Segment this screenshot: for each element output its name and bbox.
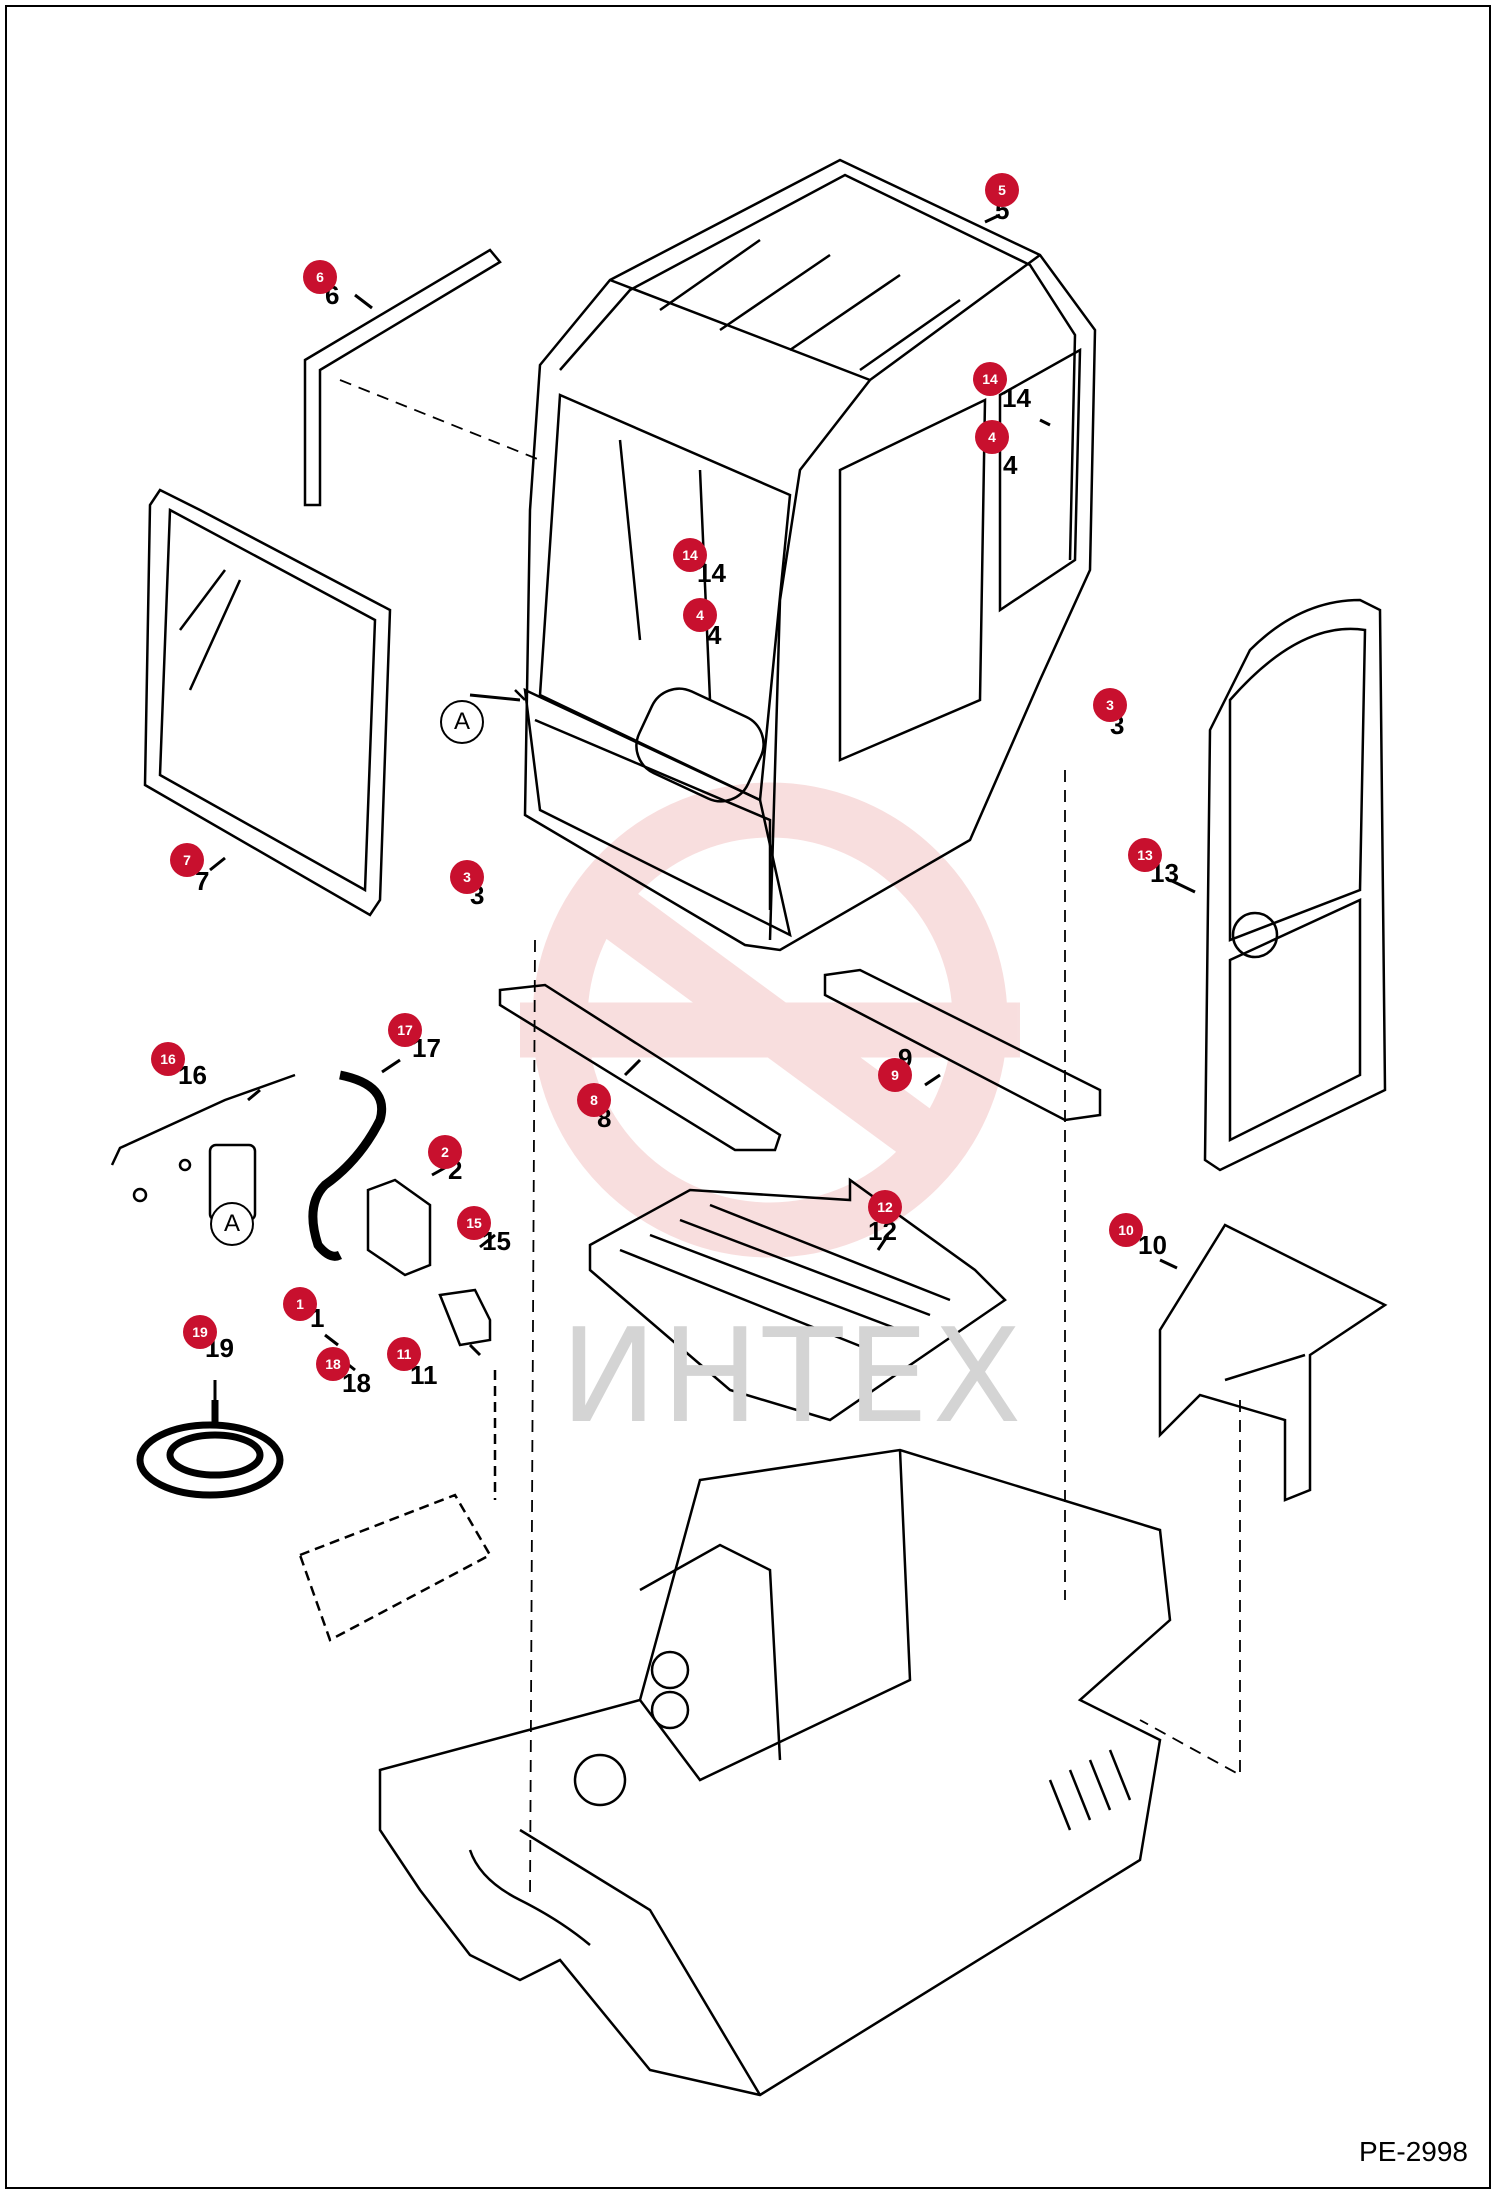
bar-part-9 xyxy=(823,968,1102,1122)
floor-mat-part-12 xyxy=(588,1177,1007,1422)
callout-14-a[interactable]: 14 xyxy=(973,362,1007,396)
part-label-18: 18 xyxy=(342,1368,371,1398)
part-label-14-a: 14 xyxy=(1002,383,1031,413)
callout-10[interactable]: 10 xyxy=(1109,1213,1143,1247)
washer-tank-part-2 xyxy=(366,1178,432,1277)
part-label-7: 7 xyxy=(195,866,210,896)
drawing-frame xyxy=(5,5,1491,2189)
callout-3-b[interactable]: 3 xyxy=(450,860,484,894)
callout-6[interactable]: 6 xyxy=(303,260,337,294)
door-part-13 xyxy=(1203,598,1387,1172)
part-label-4-b: 4 xyxy=(707,620,722,650)
drawing-code: PE-2998 xyxy=(1359,2136,1468,2167)
watermark-text: ИНТЕХ xyxy=(560,1300,1026,1452)
weather-strip-part-6 xyxy=(303,248,502,507)
callout-7[interactable]: 7 xyxy=(170,843,204,877)
alignment-lines xyxy=(339,379,1241,1901)
part-label-10: 10 xyxy=(1138,1230,1167,1260)
callout-4-b[interactable]: 4 xyxy=(683,598,717,632)
callout-17[interactable]: 17 xyxy=(388,1013,422,1047)
switch-assembly-part-16 xyxy=(110,1073,296,1222)
callout-18[interactable]: 18 xyxy=(316,1347,350,1381)
callout-3-a[interactable]: 3 xyxy=(1093,688,1127,722)
bar-part-8 xyxy=(498,983,782,1152)
callout-1[interactable]: 1 xyxy=(283,1287,317,1321)
window-part-7 xyxy=(143,488,392,917)
callout-12[interactable]: 12 xyxy=(868,1190,902,1224)
callout-4-a[interactable]: 4 xyxy=(975,420,1009,454)
callout-19[interactable]: 19 xyxy=(183,1315,217,1349)
cab-part-5 xyxy=(514,158,1097,952)
panel-part-10 xyxy=(1158,1223,1388,1502)
callout-2[interactable]: 2 xyxy=(428,1135,462,1169)
callout-11[interactable]: 11 xyxy=(387,1337,421,1371)
callout-14-b[interactable]: 14 xyxy=(673,538,707,572)
mount-plate xyxy=(298,1370,497,1642)
callout-16[interactable]: 16 xyxy=(151,1042,185,1076)
callout-8[interactable]: 8 xyxy=(577,1083,611,1117)
upper-frame xyxy=(378,1448,1172,2097)
bracket-part-11 xyxy=(438,1288,492,1347)
callout-9[interactable]: 9 xyxy=(878,1058,912,1092)
hose-part-17 xyxy=(308,1070,386,1261)
callout-15[interactable]: 15 xyxy=(457,1206,491,1240)
coil-hose-part-19 xyxy=(136,1400,284,1499)
callout-13[interactable]: 13 xyxy=(1128,838,1162,872)
callout-5[interactable]: 5 xyxy=(985,173,1019,207)
part-label-4-a: 4 xyxy=(1003,450,1018,480)
detail-ref-a-lower: A xyxy=(210,1202,254,1246)
detail-ref-a-upper: A xyxy=(440,700,484,744)
